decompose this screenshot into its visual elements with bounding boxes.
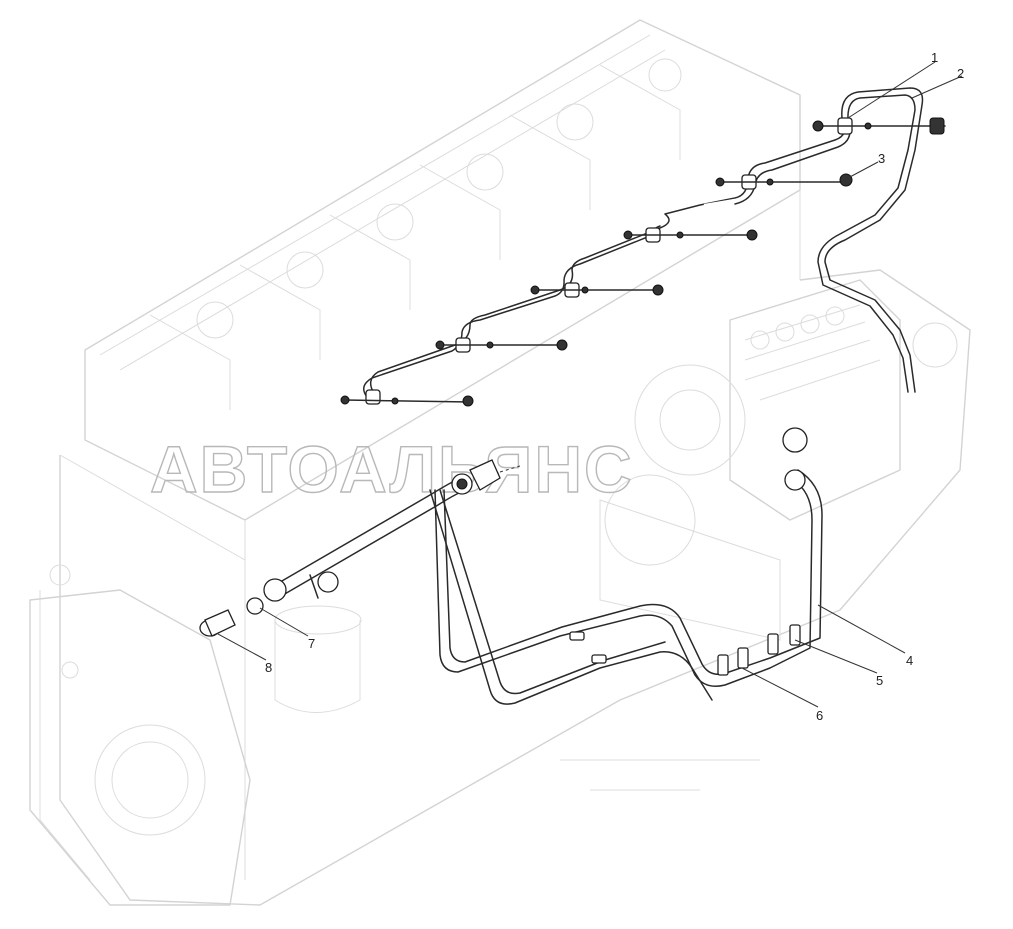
callout-2: 2 xyxy=(957,66,964,81)
watermark-text: АВТОАЛЬЯНС xyxy=(150,432,634,506)
callout-1: 1 xyxy=(931,50,938,65)
banjo-fittings xyxy=(340,117,946,407)
callout-5: 5 xyxy=(876,673,883,688)
callout-7: 7 xyxy=(308,636,315,651)
engine-block xyxy=(29,19,971,906)
callout-8: 8 xyxy=(265,660,272,675)
callout-4: 4 xyxy=(906,653,913,668)
callout-6: 6 xyxy=(816,708,823,723)
fuel-supply-lines xyxy=(199,427,823,705)
leak-off-line xyxy=(363,87,924,404)
callouts: 1 2 3 4 5 6 7 8 xyxy=(217,50,964,723)
callout-3: 3 xyxy=(878,151,885,166)
